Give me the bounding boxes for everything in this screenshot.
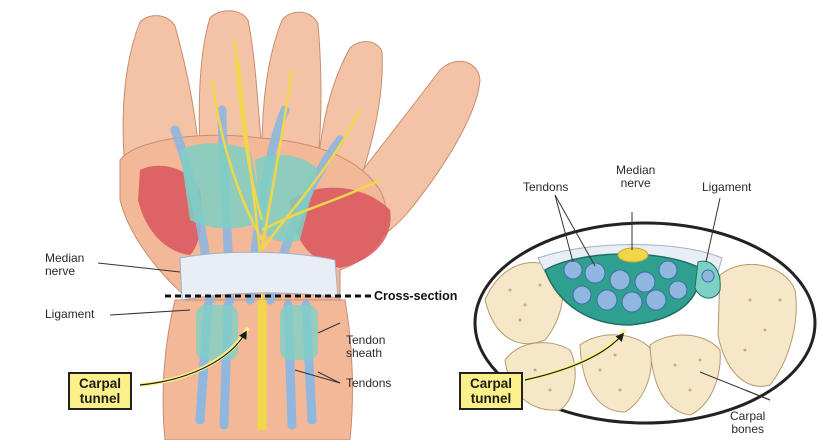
label-median-nerve-cross: Median nerve — [616, 164, 655, 190]
callout-hand-line2: tunnel — [75, 391, 125, 406]
cross-section-illustration — [475, 223, 815, 423]
label-carpal-bones-line2: bones — [730, 423, 765, 436]
label-median-nerve-line2: nerve — [45, 265, 84, 278]
label-ligament: Ligament — [45, 308, 94, 321]
label-ligament-cross: Ligament — [702, 181, 751, 194]
finger-middle — [199, 11, 262, 150]
transverse-ligament — [180, 252, 338, 300]
label-median-nerve-cross-line2: nerve — [616, 177, 655, 190]
label-tendons-cross: Tendons — [523, 181, 568, 194]
label-tendons-hand: Tendons — [346, 377, 391, 390]
label-tendon-sheath-line2: sheath — [346, 347, 385, 360]
finger-ring — [262, 12, 321, 160]
callout-cross-line1: Carpal — [466, 376, 516, 391]
callout-carpal-tunnel-hand: Carpal tunnel — [68, 372, 132, 410]
median-nerve-cross — [618, 248, 648, 262]
callout-cross-line2: tunnel — [466, 391, 516, 406]
hand-illustration — [120, 11, 480, 440]
label-cross-section: Cross-section — [374, 290, 457, 303]
label-carpal-bones: Carpal bones — [730, 410, 765, 436]
label-tendon-sheath: Tendon sheath — [346, 334, 385, 360]
label-median-nerve: Median nerve — [45, 252, 84, 278]
callout-carpal-tunnel-cross: Carpal tunnel — [459, 372, 523, 410]
callout-hand-line1: Carpal — [75, 376, 125, 391]
